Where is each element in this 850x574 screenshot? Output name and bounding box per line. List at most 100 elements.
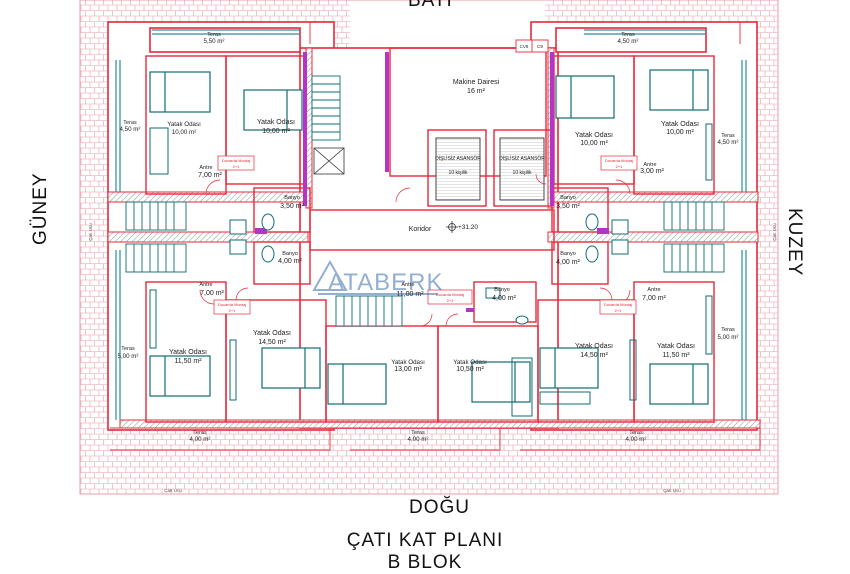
label-y2: Yatak Odası — [257, 119, 295, 126]
heater-label-3: Duvarda Montaj — [218, 302, 246, 307]
label-teras-l-area: 4,50 m² — [120, 126, 141, 133]
label-teras-bl-area: 4,00 m² — [190, 436, 211, 443]
beds — [149, 69, 709, 405]
cevher-a: CV9 — [520, 44, 529, 49]
label-a1: Antre — [199, 165, 212, 171]
label-a5: Antre — [401, 282, 414, 288]
label-y9: Yatak Odası — [575, 343, 613, 350]
label-y4: Yatak Odası — [661, 121, 699, 128]
columns — [255, 52, 609, 312]
cati-ucu-bl: Çatı Ucu — [164, 488, 182, 493]
label-y9-area: 14,50 m² — [580, 352, 608, 359]
label-teras-br: Teras — [629, 430, 643, 436]
watermark: ATABERK — [312, 259, 443, 296]
heater-sub-4: 2+1 — [615, 308, 623, 313]
label-y6-area: 14,50 m² — [258, 339, 286, 346]
label-y7: Yatak Odası — [391, 359, 425, 366]
direction-north: BATI — [408, 0, 453, 11]
label-a3-area: 7,00 m² — [200, 290, 224, 297]
heater-sub-3: 2+1 — [229, 308, 237, 313]
room-labels: Makine Dairesi 16 m² DİŞLİSİZ ASANSÖR 10… — [118, 32, 739, 443]
heater-labels: Duvarda Montaj 2+1 Duvarda Montaj 2+1 Du… — [218, 158, 633, 313]
label-y1-area: 10,00 m² — [172, 129, 196, 136]
label-y10: Yatak Odası — [657, 343, 695, 350]
watermark-text: ATABERK — [328, 269, 443, 296]
label-teras-tr-area: 4,50 m² — [618, 38, 639, 45]
label-teras-bm-area: 4,00 m² — [408, 436, 429, 443]
heater-label-2: Duvarda Montaj — [605, 158, 633, 163]
cati-ucu-l: Çatı Ucu — [88, 223, 93, 241]
label-teras-tr: Teras — [621, 32, 635, 38]
balcony-rails — [110, 21, 761, 451]
label-teras-ml-area: 5,00 m² — [118, 353, 139, 360]
label-teras-r-area: 4,50 m² — [718, 139, 739, 146]
label-teras-mr-area: 5,00 m² — [718, 334, 739, 341]
cati-ucu-br: Çatı Ucu — [663, 488, 681, 493]
label-makine-name: Makine Dairesi — [453, 79, 500, 86]
label-teras-r: Teras — [721, 133, 735, 139]
direction-east: KUZEY — [784, 208, 805, 277]
label-y8: Yatak Odası — [453, 359, 487, 366]
label-asansor-2: DİŞLİSİZ ASANSÖR — [499, 155, 545, 162]
heater-label-5: Duvarda Montaj — [436, 292, 464, 297]
label-b4-area: 4,00 m² — [556, 259, 580, 266]
label-y10-area: 11,50 m² — [662, 352, 690, 359]
label-b2-area: 3,50 m² — [556, 203, 580, 210]
label-koridor-level: +31.20 — [458, 224, 478, 231]
stairs — [125, 75, 725, 327]
label-teras-tl-area: 5,50 m² — [204, 38, 225, 45]
label-b1: Banyo — [284, 195, 300, 201]
direction-west: GÜNEY — [30, 172, 51, 245]
label-koridor: Koridor — [409, 226, 432, 233]
label-teras-br-area: 4,00 m² — [626, 436, 647, 443]
label-a4: Antre — [647, 287, 660, 293]
label-b5: Banyo — [494, 287, 510, 293]
label-y6: Yatak Odası — [253, 330, 291, 337]
label-b3: Banyo — [282, 251, 298, 257]
shaft — [313, 147, 345, 175]
bath-fixtures — [229, 213, 629, 325]
label-a3: Antre — [199, 282, 212, 288]
label-teras-bm: Teras — [411, 430, 425, 436]
label-teras-mr: Teras — [721, 327, 735, 333]
label-teras-bl: Teras — [193, 430, 207, 436]
cevher-b: C9 — [537, 44, 543, 49]
label-asansor-2-cap: 10 kişilik — [513, 170, 532, 176]
label-y1: Yatak Odası — [167, 121, 201, 128]
heater-sub-5: 2+1 — [447, 298, 455, 303]
label-teras-tl: Teras — [207, 32, 221, 38]
edge-labels: Çatı Ucu Çatı Ucu Çatı Ucu Çatı Ucu — [88, 223, 777, 493]
label-y7-area: 13,00 m² — [394, 366, 422, 373]
cevher-box — [515, 39, 549, 53]
label-y5-area: 11,50 m² — [174, 358, 202, 365]
label-b5-area: 4,00 m² — [492, 295, 516, 302]
label-teras-l: Teras — [123, 120, 137, 126]
plan-title: ÇATI KAT PLANI — [346, 530, 504, 551]
label-teras-ml: Teras — [121, 346, 135, 352]
direction-south: DOĞU — [409, 497, 470, 518]
label-b2: Banyo — [560, 195, 576, 201]
elevators — [435, 137, 545, 201]
label-y8-area: 10,50 m² — [456, 366, 484, 373]
label-asansor-1: DİŞLİSİZ ASANSÖR — [435, 155, 481, 162]
label-a1-area: 7,00 m² — [198, 172, 222, 179]
heater-label-4: Duvarda Montaj — [604, 302, 632, 307]
wardrobes — [149, 123, 713, 417]
doors — [199, 173, 631, 327]
label-b1-area: 3,50 m² — [280, 203, 304, 210]
block-title: B BLOK — [387, 552, 463, 573]
label-y2-area: 10,00 m² — [262, 128, 290, 135]
heater-callouts — [213, 155, 638, 315]
heater-sub-2: 2+1 — [616, 164, 624, 169]
label-b4: Banyo — [560, 251, 576, 257]
label-a2: Antre — [643, 162, 656, 168]
label-a2-area: 3,00 m² — [640, 168, 664, 175]
cevher-labels: CV9 C9 — [520, 44, 544, 49]
label-asansor-1-cap: 10 kişilik — [449, 170, 468, 176]
label-y3: Yatak Odası — [575, 132, 613, 139]
windows — [115, 29, 747, 420]
level-mark — [446, 221, 458, 233]
label-y5: Yatak Odası — [169, 349, 207, 356]
label-y3-area: 10,00 m² — [580, 140, 608, 147]
